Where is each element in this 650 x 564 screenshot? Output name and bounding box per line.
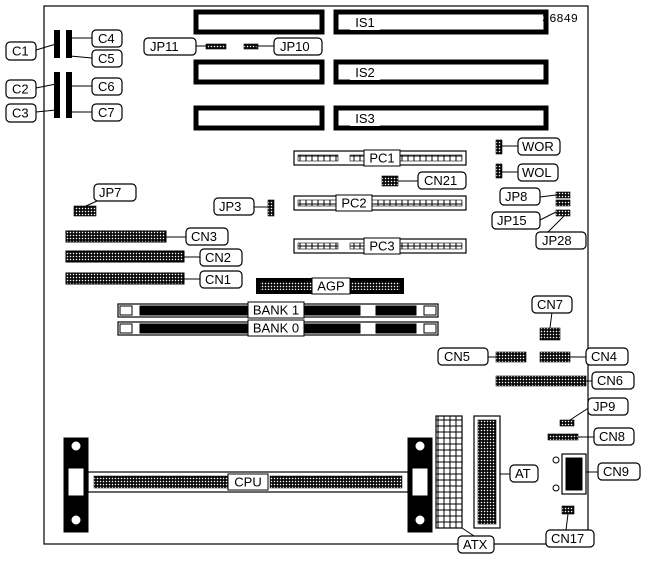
label-c4-text: C4 (98, 31, 115, 46)
label-cn2: CN2 (199, 248, 243, 267)
label-cn6: CN6 (591, 371, 635, 390)
label-jp7: JP7 (93, 183, 137, 202)
isa-slot-is1 (333, 9, 549, 35)
label-c1: C1 (5, 41, 37, 61)
label-c7: C7 (91, 103, 123, 122)
label-cn17-text: CN17 (551, 531, 584, 546)
label-jp7-text: JP7 (99, 185, 121, 200)
label-jp9-text: JP9 (593, 399, 615, 414)
label-c4: C4 (91, 29, 123, 48)
label-c2: C2 (5, 79, 37, 99)
label-wor-text: WOR (522, 139, 554, 154)
label-pc1-text: PC1 (369, 151, 394, 166)
label-jp10: JP10 (273, 37, 323, 56)
label-jp9: JP9 (587, 397, 629, 416)
label-bank0-text: BANK 0 (253, 321, 299, 336)
left-jumper-column (54, 30, 72, 118)
power-connectors (435, 415, 501, 529)
isa-slot-short-1 (193, 9, 325, 35)
label-cn7: CN7 (531, 295, 573, 314)
label-c5-text: C5 (98, 51, 115, 66)
label-cn1-text: CN1 (205, 272, 231, 287)
label-cn3: CN3 (185, 227, 229, 246)
label-pc3-text: PC3 (369, 239, 394, 254)
label-c6-text: C6 (98, 79, 115, 94)
label-cn6-text: CN6 (597, 373, 623, 388)
isa-slot-is3 (333, 105, 549, 131)
ide-connectors (65, 230, 185, 285)
label-jp11-text: JP11 (150, 39, 179, 54)
label-c7-text: C7 (98, 105, 115, 120)
label-atx-text: ATX (463, 537, 488, 552)
label-cn17: CN17 (545, 529, 595, 548)
label-at: AT (509, 464, 539, 483)
label-is2-text: IS2 (355, 65, 375, 80)
label-jp15-text: JP15 (497, 213, 527, 228)
label-cpu-text: CPU (234, 475, 261, 490)
leader-lines (35, 37, 598, 537)
label-is1-text: IS1 (355, 15, 375, 30)
label-bank1-text: BANK 1 (253, 303, 299, 318)
diagram-number: 36849 (542, 12, 578, 26)
cn9-connector (552, 453, 587, 495)
label-c2-text: C2 (12, 82, 29, 97)
board-outline (43, 5, 589, 545)
isa-slot-is2 (333, 59, 549, 85)
label-cn9: CN9 (597, 462, 641, 481)
isa-slots (193, 9, 549, 131)
label-jp3-text: JP3 (219, 199, 241, 214)
label-cn8: CN8 (593, 427, 635, 446)
label-jp11: JP11 (143, 37, 197, 56)
label-cn5-text: CN5 (444, 349, 470, 364)
label-cn7-text: CN7 (537, 297, 563, 312)
label-jp10-text: JP10 (280, 39, 310, 54)
label-cn5: CN5 (437, 347, 489, 366)
small-jumpers (73, 43, 587, 515)
label-agp-text: AGP (317, 279, 344, 294)
label-wol-text: WOL (522, 165, 552, 180)
label-jp8-text: JP8 (505, 189, 527, 204)
label-cn4: CN4 (585, 347, 629, 366)
label-wor: WOR (517, 137, 561, 156)
label-pc2-text: PC2 (341, 196, 366, 211)
label-jp28-text: JP28 (542, 233, 572, 248)
label-atx: ATX (457, 535, 495, 554)
label-c1-text: C1 (12, 44, 29, 59)
label-c3: C3 (5, 103, 37, 123)
label-cn3-text: CN3 (191, 229, 217, 244)
label-at-text: AT (515, 466, 531, 481)
label-c5: C5 (91, 49, 123, 68)
label-cn8-text: CN8 (599, 429, 625, 444)
label-jp8: JP8 (499, 187, 541, 206)
isa-slot-short-2 (193, 59, 325, 85)
label-jp28: JP28 (535, 231, 587, 250)
label-cn9-text: CN9 (603, 464, 629, 479)
label-cn2-text: CN2 (205, 250, 231, 265)
label-jp3: JP3 (213, 197, 255, 216)
label-cn21: CN21 (417, 171, 467, 190)
label-wol: WOL (517, 163, 559, 182)
isa-slot-short-3 (193, 105, 325, 131)
label-c6: C6 (91, 77, 123, 96)
inline-labels: IS1 IS2 IS3 PC1 PC2 PC3 AGP BANK 1 BANK … (227, 15, 401, 491)
label-cn1: CN1 (199, 270, 243, 289)
label-is3-text: IS3 (355, 111, 375, 126)
label-jp15: JP15 (491, 211, 541, 230)
label-c3-text: C3 (12, 106, 29, 121)
label-cn4-text: CN4 (591, 349, 617, 364)
label-cn21-text: CN21 (424, 173, 457, 188)
